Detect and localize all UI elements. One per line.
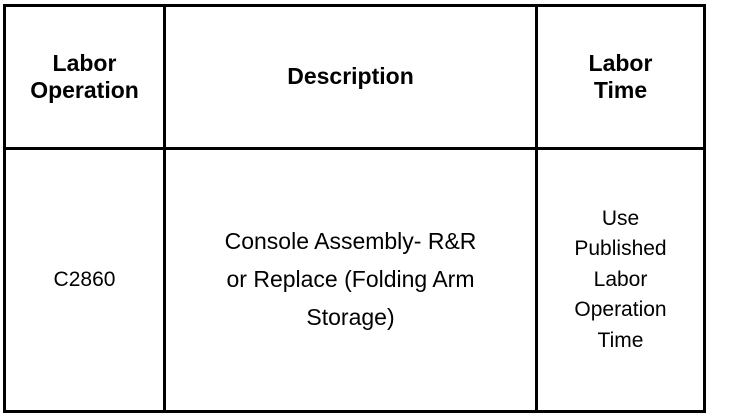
labor-operations-table: Labor Operation Description Labor Time bbox=[3, 4, 706, 413]
labor-time-line: Labor bbox=[593, 267, 648, 291]
column-header-labor-time: Labor Time bbox=[535, 4, 706, 150]
header-line: Operation bbox=[30, 77, 139, 103]
table-header-row: Labor Operation Description Labor Time bbox=[3, 4, 706, 150]
labor-time-line: Time bbox=[597, 328, 644, 352]
cell-labor-operation: C2860 bbox=[3, 147, 166, 413]
description-line: or Replace (Folding Arm bbox=[226, 266, 475, 293]
description-line: Console Assembly- R&R bbox=[224, 228, 477, 255]
labor-time-line: Operation bbox=[574, 298, 667, 322]
header-text-labor-time: Labor Time bbox=[538, 50, 703, 104]
labor-operation-code: C2860 bbox=[53, 268, 116, 292]
header-line: Description bbox=[287, 63, 414, 90]
labor-time-line: Published bbox=[574, 237, 667, 261]
description-line: Storage) bbox=[306, 303, 395, 330]
cell-labor-time: Use Published Labor Operation Time bbox=[535, 147, 706, 413]
header-line: Labor bbox=[588, 49, 653, 76]
header-text-description: Description bbox=[166, 63, 535, 90]
column-header-description: Description bbox=[163, 4, 538, 150]
description-text: Console Assembly- R&R or Replace (Foldin… bbox=[166, 223, 535, 337]
labor-time-text: Use Published Labor Operation Time bbox=[538, 204, 703, 356]
labor-time-line: Use bbox=[601, 206, 640, 230]
header-line: Time bbox=[593, 77, 648, 103]
header-text-labor-operation: Labor Operation bbox=[6, 50, 163, 104]
column-header-labor-operation: Labor Operation bbox=[3, 4, 166, 150]
header-line: Labor bbox=[52, 49, 117, 76]
cell-description: Console Assembly- R&R or Replace (Foldin… bbox=[163, 147, 538, 413]
table-row: C2860 Console Assembly- R&R or Replace (… bbox=[3, 147, 706, 413]
